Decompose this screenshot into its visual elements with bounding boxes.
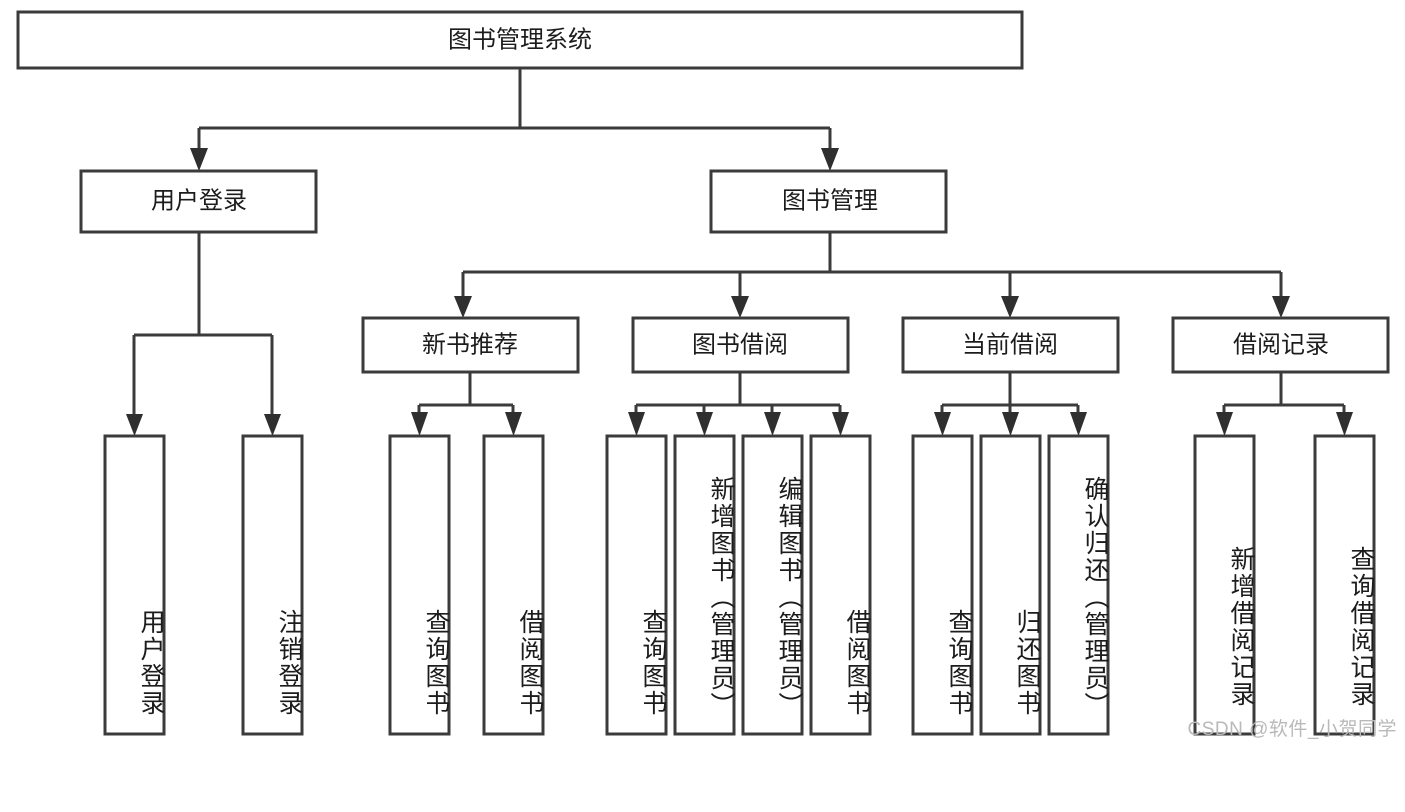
leaf-box-borrow-book-2[interactable] [809, 434, 872, 736]
leaf-box-add-record[interactable] [1193, 434, 1256, 736]
node-root-box[interactable] [16, 10, 1024, 70]
arrow-head-leaf-borrow-book-1 [505, 412, 522, 436]
connector-group-book-borrow [628, 372, 849, 436]
arrow-head-leaf-edit-book [764, 412, 781, 436]
node-new-book-recommend[interactable]: 新书推荐 [361, 316, 580, 374]
arrow-head-user-login [190, 148, 208, 171]
arrow-head-leaf-query-book-3 [934, 412, 951, 436]
arrow-head-leaf-add-book [696, 412, 713, 436]
leaf-box-query-record[interactable] [1313, 434, 1376, 736]
connector-group-new-book-recommend [411, 372, 522, 436]
leaf-box-query-book-2[interactable] [605, 434, 668, 736]
csdn-watermark: CSDN @软件_小贺同学 [1187, 719, 1397, 740]
node-new-book-recommend-label: 新书推荐 [422, 331, 518, 358]
node-root[interactable]: 图书管理系统 [16, 10, 1024, 70]
leaf-box-user-logout[interactable] [241, 434, 304, 736]
connector-group-root [190, 68, 839, 171]
node-current-borrow-box[interactable] [901, 316, 1120, 374]
connector-group-current-borrow [934, 372, 1087, 436]
connector-group-borrow-record [1216, 372, 1353, 436]
connector-group-book-manage [454, 232, 1290, 318]
diagram-svg: 图书管理系统 用户登录 图书管理 新书推荐 图书借阅 当前借阅 借阅记录 [16, 10, 1390, 736]
node-user-login[interactable]: 用户登录 [79, 169, 318, 234]
leaf-box-confirm-return[interactable] [1047, 434, 1110, 736]
leaf-box-add-book[interactable] [673, 434, 736, 736]
arrow-head-leaf-add-record [1216, 412, 1233, 436]
node-book-manage-label: 图书管理 [782, 187, 878, 214]
node-book-manage[interactable]: 图书管理 [709, 169, 948, 234]
node-current-borrow-label: 当前借阅 [962, 331, 1058, 358]
node-root-label: 图书管理系统 [448, 26, 592, 53]
node-book-borrow[interactable]: 图书借阅 [631, 316, 850, 374]
node-book-manage-box[interactable] [709, 169, 948, 234]
node-book-borrow-box[interactable] [631, 316, 850, 374]
node-borrow-record-box[interactable] [1171, 316, 1390, 374]
arrow-head-leaf-confirm-return [1070, 412, 1087, 436]
node-new-book-recommend-box[interactable] [361, 316, 580, 374]
leaf-box-user-login[interactable] [103, 434, 166, 736]
arrow-head-leaf-return-book [1002, 412, 1019, 436]
leaf-box-query-book-3[interactable] [911, 434, 974, 736]
node-borrow-record-label: 借阅记录 [1233, 331, 1329, 358]
arrow-head-leaf-user-logout [264, 414, 281, 436]
node-user-login-box[interactable] [79, 169, 318, 234]
arrow-head-book-manage [821, 148, 839, 171]
leaf-box-group [103, 434, 1376, 736]
node-book-borrow-label: 图书借阅 [692, 331, 788, 358]
leaf-box-edit-book[interactable] [741, 434, 804, 736]
arrow-head-current-borrow [1001, 296, 1019, 318]
flowchart-canvas: 图书管理系统 用户登录 图书管理 新书推荐 图书借阅 当前借阅 借阅记录 [16, 10, 1397, 740]
leaf-box-borrow-book-1[interactable] [482, 434, 545, 736]
arrow-head-leaf-query-record [1336, 412, 1353, 436]
arrow-head-new-book-recommend [454, 296, 472, 318]
arrow-head-leaf-borrow-book-2 [832, 412, 849, 436]
node-borrow-record[interactable]: 借阅记录 [1171, 316, 1390, 374]
node-current-borrow[interactable]: 当前借阅 [901, 316, 1120, 374]
arrow-head-leaf-query-book-1 [411, 412, 428, 436]
leaf-box-return-book[interactable] [979, 434, 1042, 736]
arrow-head-book-borrow [731, 296, 749, 318]
arrow-head-borrow-record [1272, 296, 1290, 318]
node-user-login-label: 用户登录 [151, 187, 247, 214]
connector-group-user-login [126, 232, 281, 436]
arrow-head-leaf-user-login [126, 414, 143, 436]
leaf-box-query-book-1[interactable] [388, 434, 451, 736]
arrow-head-leaf-query-book-2 [628, 412, 645, 436]
